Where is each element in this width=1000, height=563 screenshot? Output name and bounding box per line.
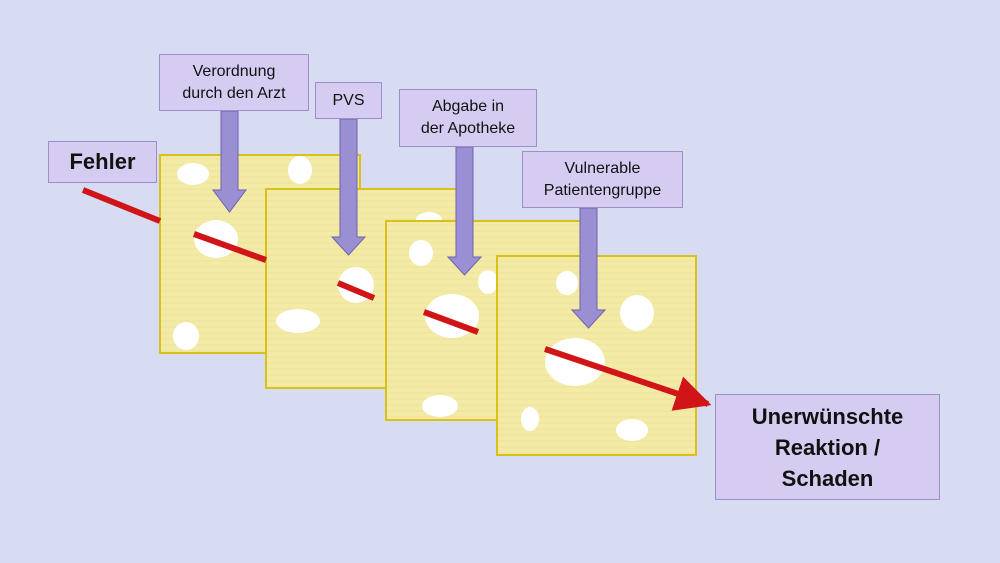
error-trajectory [81,187,712,411]
barrier-label-box-2: PVS [315,82,382,119]
hole [409,240,433,266]
outcome-label: Unerwünschte Reaktion / Schaden [751,403,904,491]
hole [556,271,578,295]
hole [620,295,654,331]
barrier-arrow-4 [570,207,607,329]
hole [521,407,539,431]
barrier-label-1: Verordnung durch den Arzt [182,62,286,102]
error-label-box: Fehler [48,141,157,183]
barrier-label-box-3: Abgabe in der Apotheke [399,89,537,147]
barrier-arrow-2 [330,118,367,256]
barrier-arrow-1 [212,110,247,213]
hole [276,309,320,333]
error-label: Fehler [69,149,136,174]
barrier-label-box-4: Vulnerable Patientengruppe [522,151,683,208]
hole [288,156,312,184]
barrier-label-box-1: Verordnung durch den Arzt [159,54,309,111]
barrier-label-2: PVS [332,91,365,109]
outcome-label-box: Unerwünschte Reaktion / Schaden [715,394,940,500]
hole [616,419,648,441]
hole [422,395,458,417]
barrier-label-4: Vulnerable Patientengruppe [543,159,662,199]
hole [173,322,199,350]
hole [478,270,498,294]
barrier-arrow-3 [446,146,483,276]
hole [177,163,209,185]
barrier-label-3: Abgabe in der Apotheke [420,98,516,137]
